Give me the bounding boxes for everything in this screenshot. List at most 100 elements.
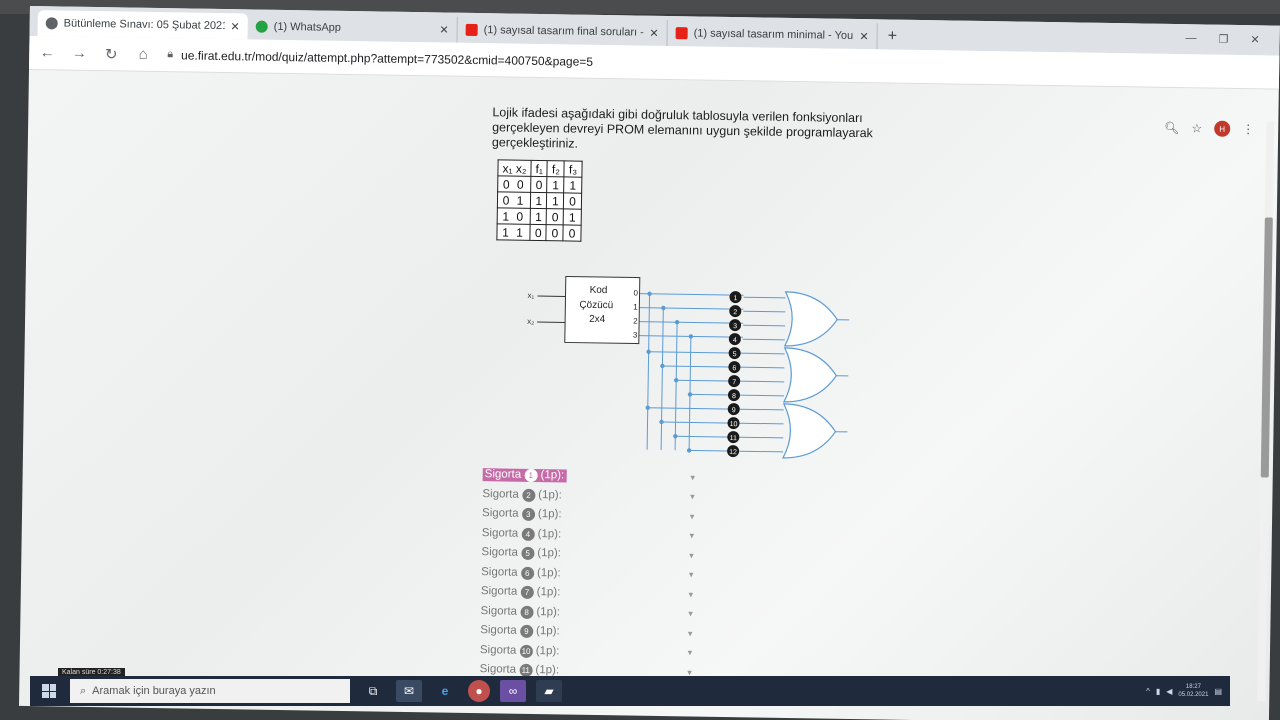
chrome-icon[interactable]: ● [468, 680, 490, 702]
fuse-answer-select[interactable]: ▾ [689, 530, 695, 541]
visual-studio-icon[interactable]: ∞ [500, 680, 526, 702]
decoder-label-2: Çözücü [579, 300, 613, 312]
decoder-label-3: 2x4 [589, 314, 606, 325]
fuse-answer-select[interactable]: ▾ [688, 569, 694, 580]
scrollbar[interactable] [1257, 121, 1275, 702]
volume-icon[interactable]: ◀ [1166, 686, 1173, 696]
table-row: 1 1 0 0 0 [496, 223, 581, 242]
fuse-marker [727, 417, 740, 430]
junction-dot [645, 405, 650, 410]
close-icon[interactable]: ✕ [649, 27, 659, 40]
app-icon[interactable]: ▰ [536, 680, 562, 702]
bookmark-star-icon[interactable]: ☆ [1191, 121, 1203, 136]
task-view-icon[interactable]: ⧉ [368, 683, 378, 698]
fuse-answer-select[interactable]: ▾ [690, 491, 695, 502]
new-tab-button[interactable]: + [887, 27, 898, 45]
fuse-number: 4 [733, 337, 737, 344]
junction-dot [686, 448, 692, 453]
back-icon[interactable]: ← [39, 44, 55, 62]
windows-start-icon[interactable] [38, 680, 60, 702]
tab-label: Bütünleme Sınavı: 05 Şubat 2021 [63, 17, 225, 33]
fuse-label: Sigorta 5 (1p): [481, 546, 562, 561]
tab-whatsapp[interactable]: (1) WhatsApp ✕ [247, 13, 458, 43]
junction-dot [661, 305, 666, 311]
junction-dot [646, 349, 651, 354]
junction-dot [687, 392, 693, 397]
fuse-answer-select[interactable]: ▾ [688, 589, 694, 600]
fuse-number: 7 [732, 379, 736, 386]
fuse-marker [727, 389, 740, 402]
fuse-number: 1 [524, 469, 538, 483]
fuse-points: (1p): [537, 547, 562, 560]
tab-exam[interactable]: Bütünleme Sınavı: 05 Şubat 2021 ✕ [37, 10, 248, 40]
fuse-marker [728, 347, 741, 360]
junction-dot [647, 291, 652, 296]
fuse-number: 6 [732, 365, 736, 372]
search-placeholder: Aramak için buraya yazın [92, 685, 216, 697]
minimize-icon[interactable]: — [1185, 32, 1197, 45]
system-tray: ^ ▮ ◀ 18:27 05.02.2021 ▤ [1146, 683, 1230, 699]
scrollbar-thumb[interactable] [1260, 217, 1273, 478]
lock-icon: 🔒︎ [167, 48, 174, 61]
fuse-number: 2 [733, 309, 737, 316]
fuse-points: (1p): [537, 508, 562, 521]
mail-icon[interactable]: ✉ [396, 680, 422, 702]
decoder-out-2: 2 [633, 317, 638, 326]
home-icon[interactable]: ⌂ [138, 45, 148, 63]
fuse-marker [729, 291, 742, 304]
fuse-answer-select[interactable]: ▾ [689, 511, 695, 522]
fuse-answer-select[interactable]: ▾ [690, 472, 696, 483]
junction-dot [659, 419, 664, 425]
junction-dot [674, 377, 679, 383]
close-icon[interactable]: ✕ [859, 30, 869, 43]
avatar[interactable]: H [1214, 120, 1231, 137]
fuse-points: (1p): [535, 644, 560, 658]
fuse-answer-select[interactable]: ▾ [689, 550, 694, 561]
tray-chevron-icon[interactable]: ^ [1146, 686, 1150, 696]
maximize-icon[interactable]: ❐ [1218, 33, 1229, 46]
col-f2: f₂ [547, 160, 565, 177]
tab-label: (1) sayısal tasarım minimal - You [693, 27, 854, 42]
decoder-output-wire [639, 293, 744, 296]
fuse-answer-select[interactable]: ▾ [687, 647, 693, 658]
tab-youtube-1[interactable]: (1) sayısal tasarım final soruları - ✕ [457, 16, 668, 47]
tab-label: (1) WhatsApp [273, 20, 342, 34]
table-header-row: x₁ x₂ f₁ f₂ f₃ [497, 159, 582, 178]
fuse-answer-select[interactable]: ▾ [688, 608, 693, 619]
taskbar-search[interactable]: ⌕ Aramak için buraya yazın [70, 679, 350, 703]
fuse-text: Sigorta [479, 643, 517, 657]
fuse-number: 6 [520, 566, 534, 580]
fuse-marker [729, 319, 742, 332]
fuse-number: 11 [730, 435, 737, 442]
cell: 0 [563, 224, 581, 242]
fuse-number: 12 [729, 449, 737, 456]
fuse-number: 9 [519, 625, 533, 639]
close-icon[interactable]: ✕ [230, 20, 240, 33]
fuse-marker [727, 445, 740, 458]
fuse-number: 10 [730, 421, 738, 428]
cell: 1 0 [497, 207, 531, 225]
reload-icon[interactable]: ↻ [104, 45, 118, 63]
fuse-label: Sigorta 1 (1p): [482, 468, 567, 483]
circuit-wires [638, 293, 786, 453]
tab-youtube-2[interactable]: (1) sayısal tasarım minimal - You ✕ [667, 20, 878, 50]
fuse-number: 8 [732, 393, 736, 400]
close-icon[interactable]: ✕ [439, 23, 449, 37]
clock[interactable]: 18:27 05.02.2021 [1178, 683, 1208, 699]
cell: 1 [546, 192, 565, 209]
menu-dots-icon[interactable]: ⋮ [1242, 122, 1255, 137]
close-window-icon[interactable]: ✕ [1250, 34, 1260, 47]
edge-icon[interactable]: e [441, 684, 449, 698]
network-icon[interactable]: ▮ [1155, 686, 1161, 696]
fuse-number: 4 [521, 527, 535, 541]
decoder-output-wire [639, 321, 744, 324]
fuse-number: 2 [521, 488, 536, 502]
zoom-icon[interactable]: 🔍︎ [1164, 120, 1180, 136]
decoder-label-1: Kod [590, 285, 608, 296]
forward-icon[interactable]: → [71, 44, 87, 62]
notification-icon[interactable]: ▤ [1214, 686, 1222, 696]
fuse-row-wire [661, 421, 784, 425]
fuse-answer-select[interactable]: ▾ [687, 628, 693, 639]
decoder-out-1: 1 [633, 303, 638, 312]
fuse-points: (1p): [536, 586, 561, 599]
